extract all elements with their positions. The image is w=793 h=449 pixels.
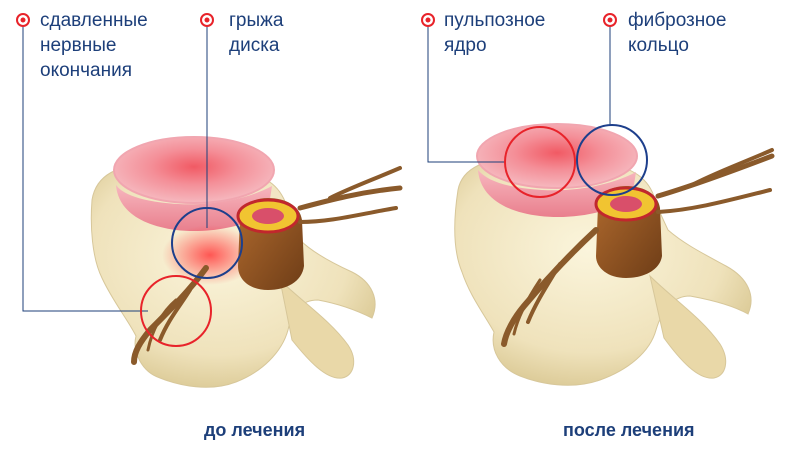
cord-core-after	[610, 196, 642, 212]
red-ring-dot-icon	[201, 14, 213, 26]
red-ring-dot-icon	[422, 14, 434, 26]
label-nucleus-pulposus: пульпозное ядро	[444, 8, 545, 58]
red-ring-dot-icon	[17, 14, 29, 26]
label-line: пульпозное	[444, 8, 545, 33]
label-line: грыжа	[229, 8, 283, 33]
label-line: кольцо	[628, 33, 726, 58]
caption-before-treatment: до лечения	[204, 420, 305, 441]
label-disc-hernia: грыжа диска	[229, 8, 283, 58]
caption-after-treatment: после лечения	[563, 420, 695, 441]
label-line: окончания	[40, 58, 148, 83]
label-line: фиброзное	[628, 8, 726, 33]
label-annulus-fibrosus: фиброзное кольцо	[628, 8, 726, 58]
label-line: нервные	[40, 33, 148, 58]
label-line: диска	[229, 33, 283, 58]
cord-core-before	[252, 208, 284, 224]
red-ring-dot-icon	[604, 14, 616, 26]
vertebra-before	[91, 137, 400, 387]
label-compressed-nerves: сдавленные нервные окончания	[40, 8, 148, 83]
disc-top-before	[114, 137, 274, 203]
label-line: сдавленные	[40, 8, 148, 33]
vertebra-after	[455, 124, 772, 385]
label-line: ядро	[444, 33, 545, 58]
disc-top-after	[477, 124, 637, 188]
